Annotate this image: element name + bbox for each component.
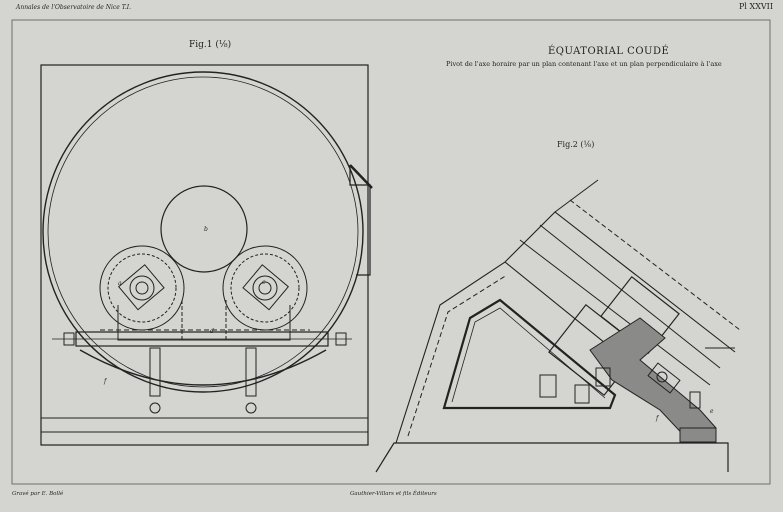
fig1-left-roller-block xyxy=(117,264,165,311)
fig1-left-nut xyxy=(63,332,75,346)
fig2-pedestal-dash xyxy=(407,274,508,437)
fig2-base-plate xyxy=(679,427,717,443)
header-publication: Annales de l'Observatoire de Nice T.I. xyxy=(16,4,132,11)
fig2-bearing-cap xyxy=(647,362,681,394)
fig2-bolt-4 xyxy=(689,391,701,409)
fig1-left-roller-mid xyxy=(107,253,177,323)
fig2-ground xyxy=(375,442,729,473)
figure-1-label: Fig.1 (⅛) xyxy=(189,40,232,50)
fig1-right-roller-outer xyxy=(222,245,308,331)
plate-title: ÉQUATORIAL COUDÉ xyxy=(548,46,670,57)
fig1-right-roller-hub xyxy=(252,275,278,301)
fig2-pedestal-outline xyxy=(395,261,701,444)
fig1-mark-a: a xyxy=(118,280,122,287)
figure-2-label: Fig.2 (⅛) xyxy=(557,140,595,149)
fig2-bolt-2 xyxy=(574,384,590,404)
fig2-inner-frame xyxy=(442,298,617,410)
fig1-left-roller-outer xyxy=(99,245,185,331)
fig2-axis-line xyxy=(554,179,599,213)
fig2-bolt-1 xyxy=(539,374,557,398)
plate-subtitle: Pivot de l'axe horaire par un plan conte… xyxy=(446,60,722,68)
fig2-bearing-pivot xyxy=(656,371,668,383)
fig1-cradle-dashes xyxy=(181,300,227,340)
footer-engraver: Gravé par E. Bollé xyxy=(12,491,64,497)
fig2-tube-mid2 xyxy=(539,224,721,369)
fig2-tube-mid xyxy=(519,239,711,386)
fig1-right-roller-axle xyxy=(258,281,272,295)
fig1-right-roller-mid xyxy=(230,253,300,323)
fig2-mark-e: e xyxy=(710,408,714,415)
fig1-left-stud-nut xyxy=(149,402,161,414)
fig1-right-roller-block xyxy=(242,264,290,311)
plate-number: Pl XXVII xyxy=(739,2,773,11)
fig1-right-nut xyxy=(335,332,347,346)
footer-publisher: Gauthier-Villars et fils Éditeurs xyxy=(350,491,437,497)
fig2-bolt-3 xyxy=(595,367,611,387)
figure-2-drawing xyxy=(375,179,741,473)
fig1-mark-b: b xyxy=(204,226,208,233)
fig1-bracket-edge xyxy=(349,164,373,189)
fig1-frame xyxy=(40,64,369,446)
fig1-left-roller-axle xyxy=(135,281,149,295)
fig1-left-roller-hub xyxy=(129,275,155,301)
fig1-cradle xyxy=(117,305,291,341)
fig1-inner-ring xyxy=(47,76,359,388)
fig2-mark-f: f xyxy=(655,415,660,422)
fig1-mark-f: f xyxy=(103,378,108,385)
figure-1-drawing xyxy=(40,64,373,446)
fig1-outer-disc xyxy=(42,71,364,393)
fig1-right-stud-nut xyxy=(245,402,257,414)
fig1-lower-arc xyxy=(79,349,327,386)
fig2-inner-frame-2 xyxy=(451,307,606,403)
fig1-central-pivot xyxy=(160,185,248,273)
fig1-left-stud xyxy=(149,347,161,397)
fig1-right-stud xyxy=(245,347,257,397)
fig1-mark-d: d xyxy=(210,328,214,335)
fig2-tube-dash xyxy=(569,199,741,331)
fig1-mark-c: c xyxy=(262,279,266,286)
plate-border xyxy=(11,19,771,485)
